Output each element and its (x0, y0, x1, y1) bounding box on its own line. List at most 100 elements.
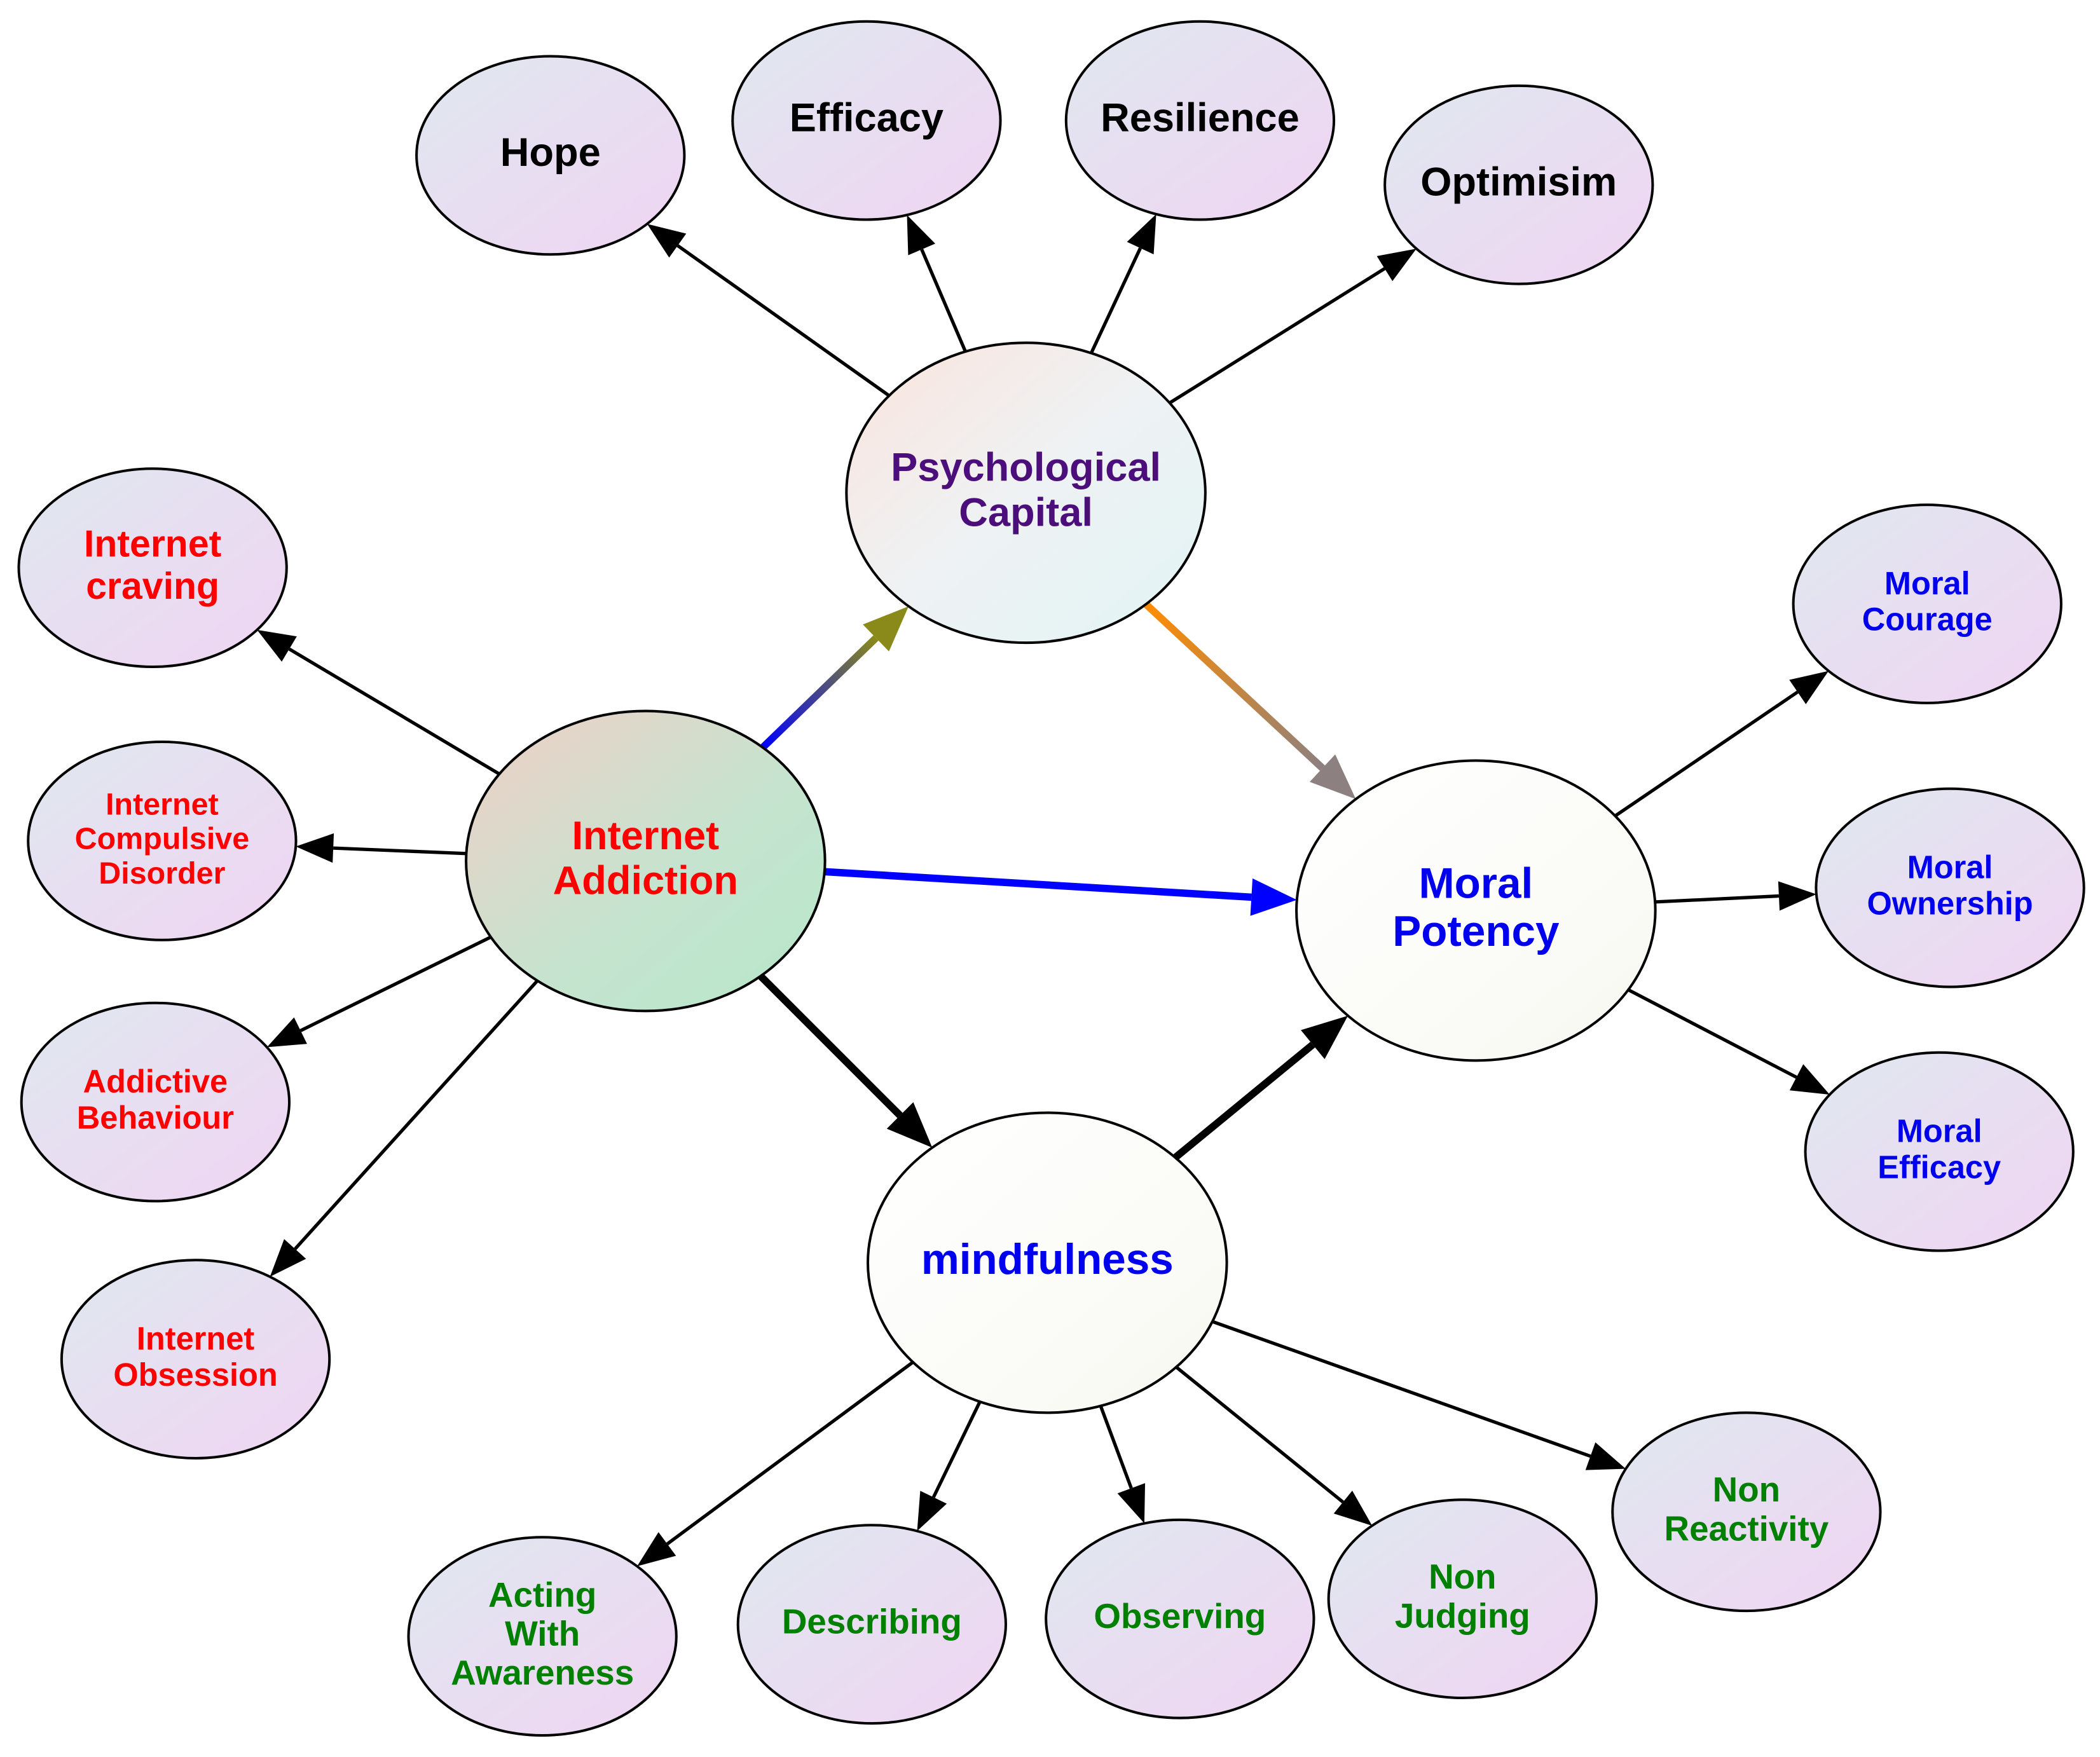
arrowhead (1127, 214, 1156, 255)
node-ellipse (17, 467, 288, 669)
node-describing: Describing (736, 1524, 1007, 1725)
node-ellipse (1295, 759, 1657, 1062)
edge-line (1655, 894, 1780, 904)
arrowhead (917, 1491, 947, 1531)
edge-line (1169, 267, 1386, 405)
edge-line (931, 1400, 982, 1498)
node-ellipse (1792, 503, 2062, 704)
node-label: Describing (782, 1602, 962, 1641)
edge-potency-to-courage (1614, 671, 1829, 817)
arrowhead (270, 1239, 306, 1277)
node-label: Hope (500, 130, 601, 175)
edge-line (1212, 1320, 1591, 1458)
arrowhead (1117, 1483, 1146, 1524)
node-label: Moral (1897, 1113, 1982, 1149)
arrowhead (907, 215, 936, 256)
edge-line (1089, 247, 1142, 354)
node-label: Internet (106, 787, 219, 821)
edge-line (333, 846, 467, 856)
edge-addiction-to-potency (824, 868, 1297, 916)
node-ellipse (1804, 1051, 2075, 1252)
node-label: Observing (1094, 1596, 1266, 1636)
edge-addiction-to-compulsive (296, 833, 467, 863)
arrowhead (1250, 878, 1297, 916)
node-label: craving (86, 566, 219, 607)
node-label: mindfulness (921, 1236, 1174, 1283)
edge-line (1175, 1365, 1345, 1504)
node-ellipse (845, 341, 1207, 645)
node-ellipse (407, 1536, 678, 1737)
node-ellipse (867, 1111, 1228, 1414)
edge-line (666, 1360, 914, 1545)
node-label: Moral (1907, 849, 1993, 885)
node-label: Addiction (553, 859, 738, 903)
node-efficacy: Efficacy (731, 20, 1002, 221)
edge-addiction-to-mindfulness (758, 973, 933, 1148)
arrowhead (1789, 1064, 1830, 1095)
node-label: Behaviour (77, 1099, 234, 1135)
node-ellipse (20, 1001, 291, 1203)
node-hope: Hope (415, 55, 686, 256)
node-ellipse (731, 20, 1002, 221)
arrowhead (1376, 249, 1417, 282)
node-label: Optimisim (1420, 160, 1617, 204)
edge-mindfulness-to-nonreactivity (1212, 1320, 1626, 1470)
edge-addiction-to-craving (257, 629, 500, 776)
node-label: Non (1713, 1470, 1780, 1509)
arrowhead (1789, 671, 1829, 704)
node-ellipse (1045, 1518, 1315, 1719)
node-label: Resilience (1101, 95, 1300, 140)
node-label: Awareness (451, 1653, 634, 1692)
node-ellipse (1064, 20, 1336, 221)
edge-psychcap-to-potency (1143, 601, 1356, 800)
arrowhead (863, 606, 909, 652)
node-label: Addictive (83, 1063, 228, 1100)
edge-potency-to-mefficacy (1627, 988, 1830, 1095)
arrowhead (257, 629, 297, 662)
edge-line (1172, 1041, 1315, 1161)
node-label: Capital (959, 490, 1093, 535)
node-label: Psychological (891, 445, 1161, 489)
node-ellipse (1611, 1411, 1882, 1613)
node-ellipse (1383, 84, 1654, 285)
edge-psychcap-to-efficacy (907, 215, 967, 353)
arrowhead (1301, 1015, 1349, 1060)
node-label: Ownership (1867, 885, 2033, 921)
node-ellipse (1327, 1498, 1598, 1700)
node-ellipse (27, 741, 298, 941)
arrowhead (637, 1532, 676, 1566)
edge-line (824, 868, 1252, 901)
node-label: Disorder (99, 856, 225, 891)
node-resilience: Resilience (1064, 20, 1336, 221)
edge-line (299, 935, 492, 1032)
edge-mindfulness-to-describing (917, 1400, 982, 1531)
node-optimisim: Optimisim (1383, 84, 1654, 285)
node-label: Non (1429, 1557, 1496, 1596)
edge-addiction-to-obsession (270, 980, 539, 1277)
arrowhead (1333, 1490, 1373, 1526)
edge-mindfulness-to-nonjudging (1175, 1365, 1373, 1526)
edge-line (676, 244, 890, 397)
edge-line (758, 973, 903, 1118)
arrowhead (266, 1017, 307, 1048)
edge-line (920, 249, 967, 353)
edge-mindfulness-to-observing (1099, 1405, 1146, 1524)
node-observing: Observing (1045, 1518, 1315, 1719)
node-ellipse (415, 55, 686, 256)
edge-psychcap-to-optimisim (1169, 249, 1417, 405)
node-label: Potency (1392, 908, 1560, 955)
arrowhead (886, 1102, 933, 1148)
edge-line (294, 980, 539, 1250)
